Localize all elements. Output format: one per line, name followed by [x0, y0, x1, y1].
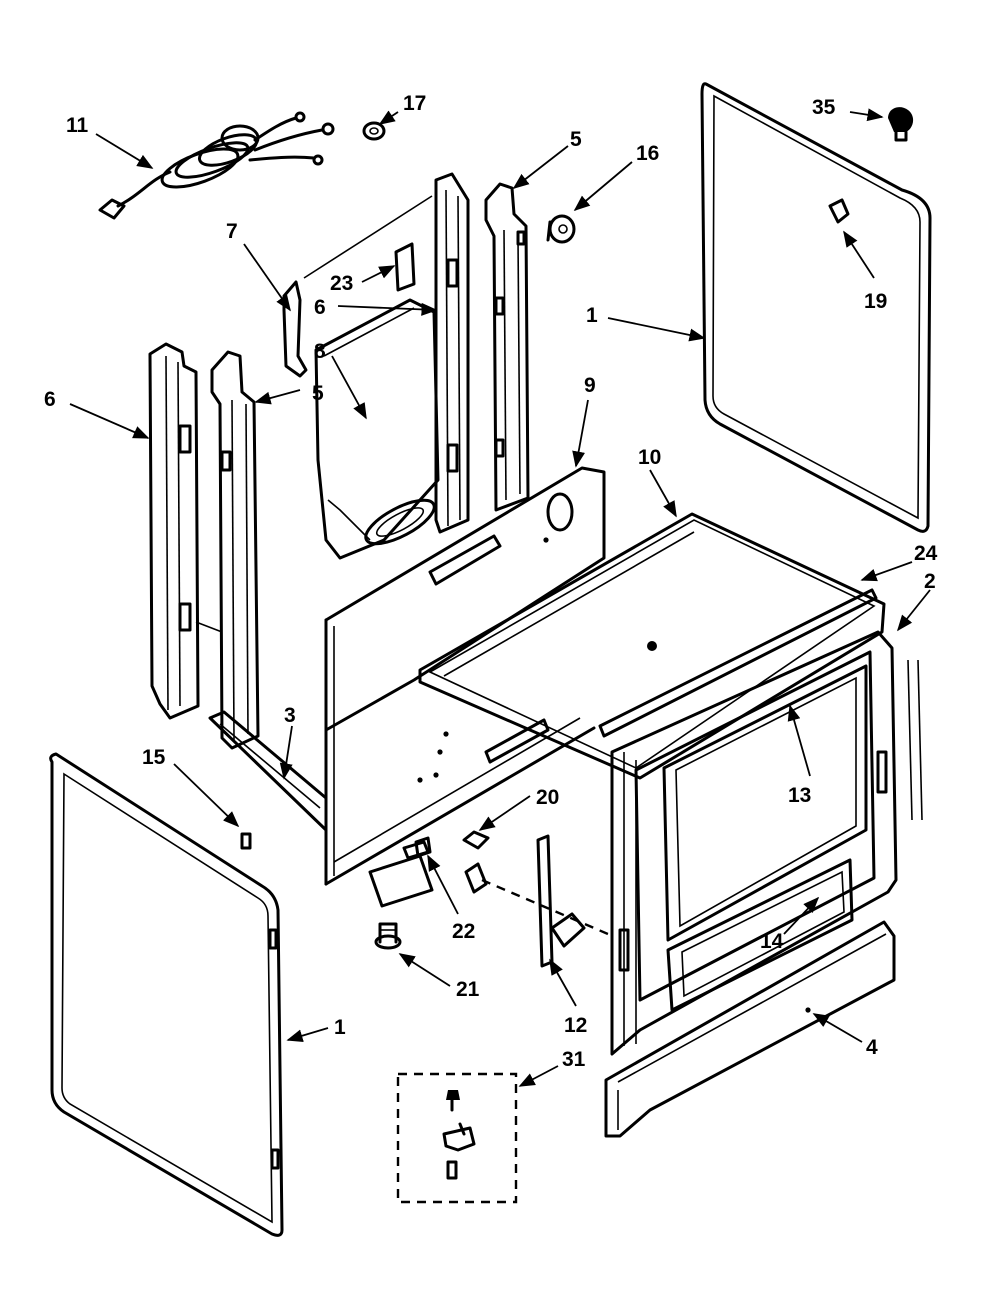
plate-part-23 [394, 242, 416, 292]
callout-31: 31 [562, 1048, 586, 1071]
side-rail-part-left [148, 342, 223, 720]
leveling-leg-part-22 [414, 836, 432, 858]
bracket-part-16 [546, 214, 576, 244]
callout-24: 24 [914, 542, 938, 565]
frame-rail-part-top [484, 182, 530, 512]
bracket-part-7 [282, 195, 433, 378]
callout-5-top: 5 [570, 128, 582, 151]
leader-lines [69, 108, 931, 1087]
callout-1-top: 1 [586, 304, 598, 327]
callout-6-middle: 6 [314, 296, 326, 319]
callout-8: 8 [314, 340, 326, 363]
side-rail-part-middle [434, 172, 470, 534]
callout-20: 20 [536, 786, 559, 809]
callout-1-bottom: 1 [334, 1016, 346, 1039]
callout-2: 2 [924, 570, 936, 593]
clip-part-20 [462, 830, 609, 936]
screw-part-21 [374, 922, 402, 950]
callout-11: 11 [66, 114, 89, 137]
callout-labels: 11 17 35 5 16 7 23 6 8 1 19 6 5 9 10 24 … [44, 92, 938, 1071]
gasket-part-14 [666, 858, 854, 1012]
side-panel-part [49, 752, 284, 1237]
callout-17: 17 [403, 92, 426, 115]
vent-duct-part [314, 298, 440, 560]
screw-part-15 [240, 832, 252, 850]
callout-16: 16 [636, 142, 659, 165]
callout-13: 13 [788, 784, 811, 807]
power-cord-part [98, 111, 335, 220]
toe-kick-part [604, 920, 896, 1138]
rail-part-3 [208, 710, 328, 832]
frame-rail-part-left [210, 350, 260, 750]
callout-3: 3 [284, 704, 296, 727]
hardware-kit-part [396, 1072, 518, 1204]
callout-22: 22 [452, 920, 475, 943]
grommet-part [362, 121, 386, 141]
callout-12: 12 [564, 1014, 587, 1037]
back-panel-part [700, 82, 932, 533]
callout-35: 35 [812, 96, 836, 119]
oven-body-part [324, 466, 606, 908]
knob-part [888, 107, 914, 142]
callout-5-left: 5 [312, 382, 324, 405]
front-frame-part [610, 630, 923, 1056]
callout-10: 10 [638, 446, 661, 469]
hinge-part-12 [536, 834, 586, 968]
cooktop-part [418, 512, 886, 780]
callout-9: 9 [584, 374, 596, 397]
callout-19: 19 [864, 290, 887, 313]
callout-4: 4 [866, 1036, 878, 1059]
callout-21: 21 [456, 978, 480, 1001]
callout-6-left: 6 [44, 388, 56, 411]
callout-14: 14 [760, 930, 784, 953]
callout-7: 7 [226, 220, 238, 243]
callout-15: 15 [142, 746, 166, 769]
callout-23: 23 [330, 272, 353, 295]
